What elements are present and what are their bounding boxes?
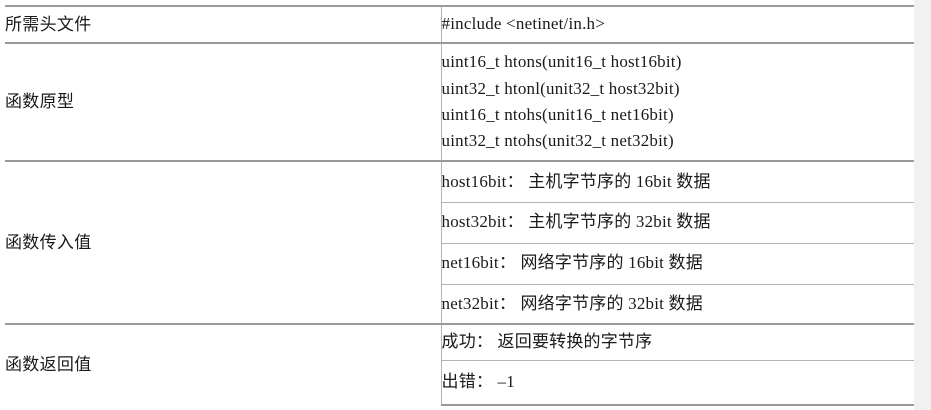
table-body: 所需头文件 #include <netinet/in.h> 函数原型 uint1…	[5, 5, 915, 406]
cell-value-param-net16bit: net16bit： 网络字节序的 16bit 数据	[441, 242, 914, 284]
cell-value-param-host16bit: host16bit： 主机字节序的 16bit 数据	[441, 160, 914, 202]
prototype-line-2: uint32_t htonl(unit32_t host32bit)	[441, 78, 680, 98]
prototype-line-4: uint32_t ntohs(unit32_t net32bit)	[441, 131, 674, 151]
cell-label-header-file: 所需头文件	[5, 5, 442, 43]
cell-value-return-success: 成功： 返回要转换的字节序	[441, 323, 914, 360]
byte-order-spec-table: 所需头文件 #include <netinet/in.h> 函数原型 uint1…	[5, 5, 914, 406]
table-row-params-1: 函数传入值 host16bit： 主机字节序的 16bit 数据	[5, 160, 914, 324]
prototype-list: uint16_t htons(unit16_t host16bit) uint3…	[442, 47, 915, 156]
cell-value-prototype: uint16_t htons(unit16_t host16bit) uint3…	[441, 42, 915, 161]
table-row-prototype: 函数原型 uint16_t htons(unit16_t host16bit) …	[5, 42, 915, 161]
cell-value-return-error: 出错： –1	[441, 359, 914, 406]
table-row-header-file: 所需头文件 #include <netinet/in.h>	[5, 5, 914, 43]
table-row-return-2: 出错： –1	[5, 359, 914, 406]
prototype-line-1: uint16_t htons(unit16_t host16bit)	[441, 52, 682, 72]
cell-label-params: 函数传入值	[5, 160, 442, 324]
table-row-params-3: net16bit： 网络字节序的 16bit 数据	[5, 242, 914, 284]
cell-value-param-net32bit: net32bit： 网络字节序的 32bit 数据	[441, 283, 914, 324]
table-row-return-1: 函数返回值 成功： 返回要转换的字节序	[5, 323, 914, 405]
prototype-line-3: uint16_t ntohs(unit16_t net16bit)	[441, 105, 674, 124]
cell-value-header-file: #include <netinet/in.h>	[441, 5, 914, 43]
table-row-params-2: host32bit： 主机字节序的 32bit 数据	[5, 201, 914, 243]
cell-label-prototype: 函数原型	[5, 42, 442, 161]
cell-value-param-host32bit: host32bit： 主机字节序的 32bit 数据	[441, 201, 914, 243]
cell-label-return: 函数返回值	[5, 323, 442, 405]
table-row-params-4: net32bit： 网络字节序的 32bit 数据	[5, 283, 914, 324]
